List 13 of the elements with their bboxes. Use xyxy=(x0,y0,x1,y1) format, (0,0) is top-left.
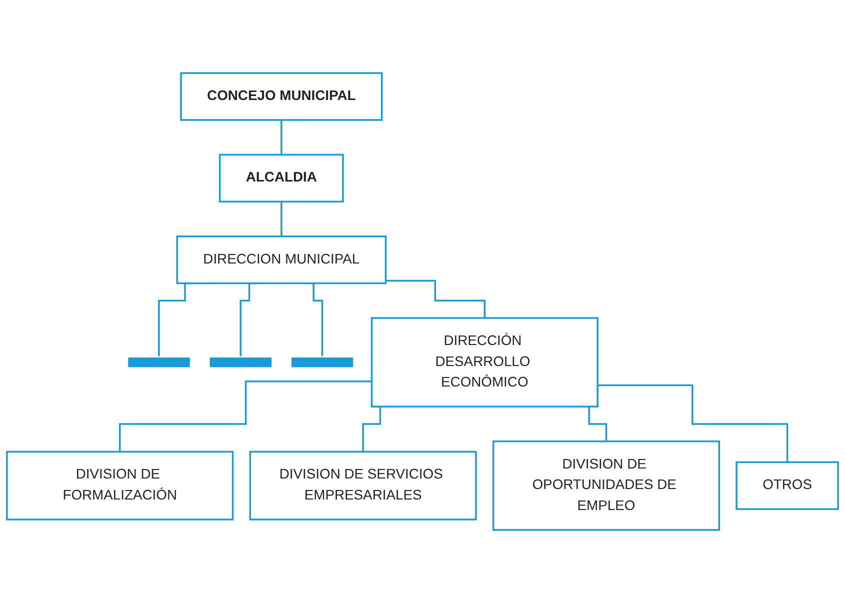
node-box: DIVISION DE FORMALIZACIÓN xyxy=(6,450,234,520)
connector xyxy=(280,200,282,238)
node-box: ALCALDIA xyxy=(218,154,344,202)
connector xyxy=(598,384,788,464)
connector xyxy=(119,380,372,453)
node-box: DIVISION DE SERVICIOS EMPRESARIALES xyxy=(249,450,477,520)
connector xyxy=(280,119,282,156)
node-box: OTROS xyxy=(736,461,839,510)
node-box: DIVISION DE OPORTUNIDADES DE EMPLEO xyxy=(492,440,720,531)
node-box: DIRECCION MUNICIPAL xyxy=(176,236,387,284)
connector xyxy=(386,280,486,319)
node-box: DIRECCIÓN DESARROLLO ECONÓMICO xyxy=(370,317,598,408)
node-box: CONCEJO MUNICIPAL xyxy=(180,72,383,121)
